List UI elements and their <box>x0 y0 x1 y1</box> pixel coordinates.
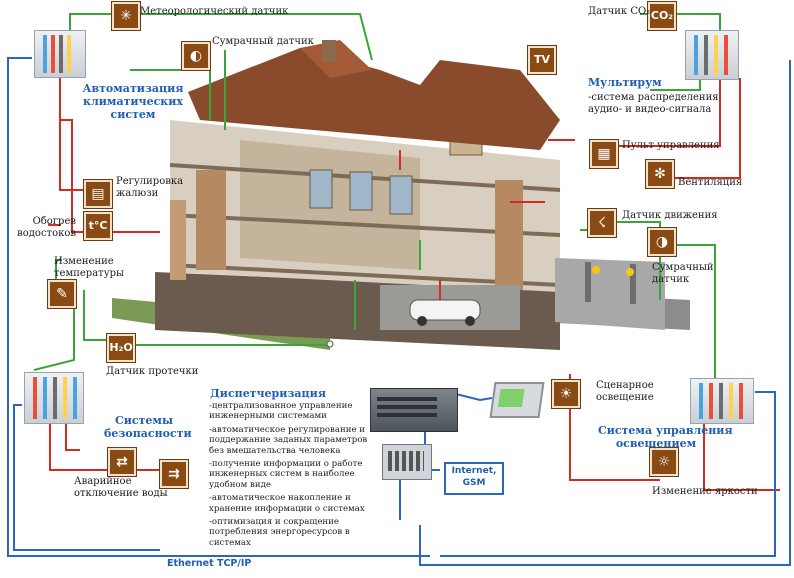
lighting-controller <box>690 378 754 424</box>
blue-wiring <box>7 57 791 566</box>
lamp-icon: ☀ <box>552 380 580 408</box>
network-switch <box>382 444 432 480</box>
touch-panel <box>489 382 545 418</box>
dispatch-list: -централизованное управление инженерными… <box>209 401 374 551</box>
thermometer-icon: t°C <box>84 212 112 240</box>
twilight-sensor-icon: ◑ <box>648 228 676 256</box>
roof <box>188 48 560 150</box>
motion-icon: ☇ <box>588 209 616 237</box>
dispatch-title: Диспетчеризация <box>210 387 326 400</box>
ventilation-label: Вентиляция <box>678 177 743 188</box>
internet-gsm-box: Internet, GSM <box>444 462 504 495</box>
remote-control-icon: ▦ <box>590 140 618 168</box>
water-shutoff-icon: ⇉ <box>160 460 188 488</box>
motion-sensor-label: Датчик движения <box>622 210 718 221</box>
brightness-label: Изменение яркости <box>652 486 758 497</box>
co2-sensor-label: Датчик CO₂ <box>588 6 651 17</box>
green-wiring <box>33 13 721 380</box>
sun-icon: ✳ <box>112 2 140 30</box>
multiroom-controller <box>685 30 739 80</box>
multiroom-title: Мультирум <box>588 76 662 89</box>
thermostat-icon: ✎ <box>48 280 76 308</box>
leak-sensor-label: Датчик протечки <box>106 366 199 377</box>
climate-controller <box>34 30 86 78</box>
dimmer-icon: ☼ <box>650 448 678 476</box>
climate-title: Автоматизация климатических систем <box>82 82 184 121</box>
valve-icon: ⇄ <box>108 448 136 476</box>
blinds-icon: ▤ <box>84 180 112 208</box>
security-title: Системы безопасности <box>104 414 192 440</box>
fan-icon: ✻ <box>646 160 674 188</box>
car <box>409 299 481 321</box>
brick-column-left <box>196 170 226 270</box>
dispatch-server <box>370 388 458 432</box>
dispatch-item: -автоматическое регулирование и поддержа… <box>209 424 368 456</box>
dispatch-item: -оптимизация и сокращение потребления эн… <box>209 517 350 548</box>
dispatch-item: -централизованное управление инженерными… <box>209 401 353 422</box>
red-wiring <box>48 78 780 491</box>
meteo-sensor-label: Метеорологический датчик <box>140 6 289 17</box>
control-panel-label: Пульт управления <box>622 140 720 151</box>
security-controller <box>24 372 84 424</box>
leak-icon: H₂O <box>107 334 135 362</box>
dispatch-item: -автоматическое накопление и хранение ин… <box>209 493 365 514</box>
ethernet-label: Ethernet TCP/IP <box>167 558 252 569</box>
twilight-icon: ◐ <box>182 42 210 70</box>
twilight-sensor-label: Сумрачный датчик <box>212 36 314 47</box>
tv-icon: TV <box>528 46 556 74</box>
dispatch-item: -получение информации о работе инженерны… <box>209 459 363 490</box>
lighting-title: Система управления освещением <box>598 424 733 450</box>
co2-icon: CO₂ <box>648 2 676 30</box>
